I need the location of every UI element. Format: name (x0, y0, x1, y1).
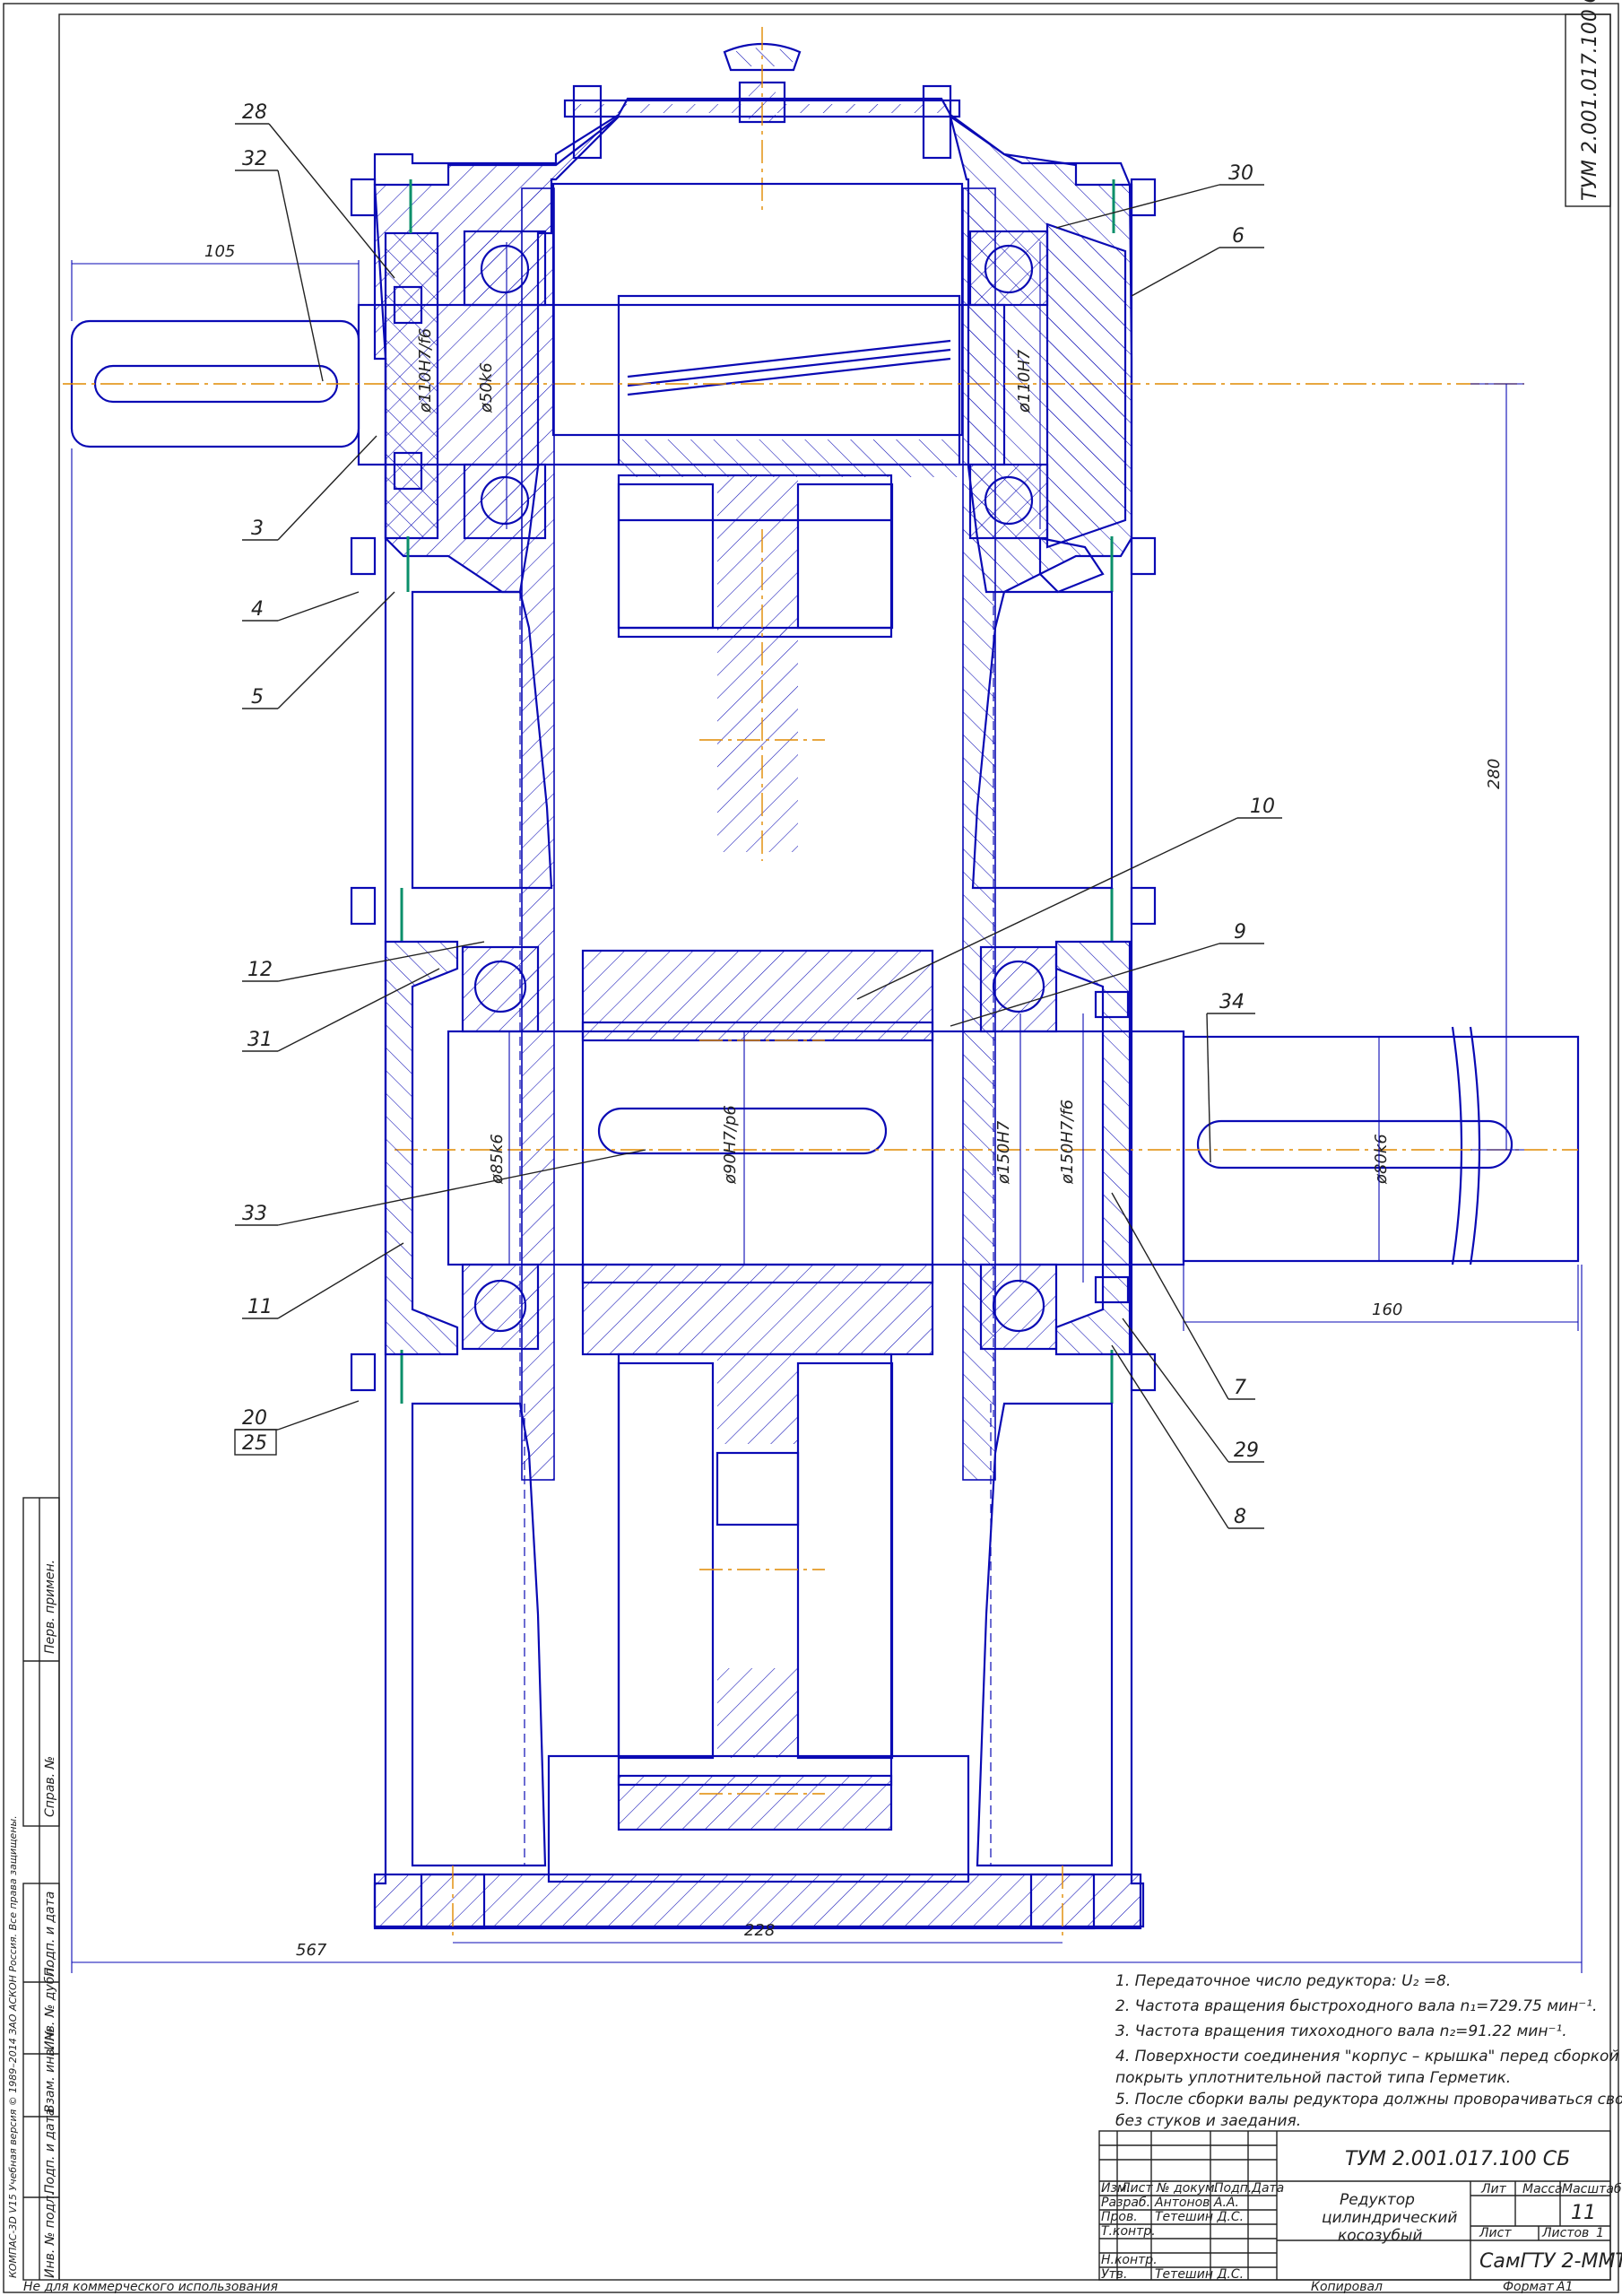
callout-7: 7 (1234, 1377, 1246, 1399)
technical-notes: 1. Передаточное число редуктора: U₂ =8. … (1115, 1972, 1622, 2130)
gearbox-assembly (63, 27, 1580, 1937)
dim-228: 228 (744, 1921, 775, 1940)
noncommercial-note: Не для коммерческого использования (23, 2280, 278, 2294)
fit-85k6: ø85k6 (488, 1134, 507, 1185)
name-prov: Тетешин Д.С. (1155, 2210, 1244, 2224)
fit-50k6: ø50k6 (477, 362, 496, 413)
role-prov: Пров. (1101, 2210, 1138, 2224)
col-sign: Подп. (1214, 2181, 1252, 2196)
role-nkontr: Н.контр. (1101, 2253, 1158, 2267)
role-tkontr: Т.контр. (1101, 2224, 1156, 2239)
fit-110H7: ø110H7 (1015, 349, 1034, 413)
callout-3: 3 (251, 517, 264, 540)
fit-110h7-f6: ø110H7/f6 (416, 328, 435, 413)
dim-280: 280 (1485, 759, 1504, 789)
callout-8: 8 (1234, 1506, 1246, 1528)
note-3: 3. Частота вращения тихоходного вала n₂=… (1115, 2022, 1567, 2040)
callout-9: 9 (1234, 921, 1246, 944)
sheets-value: 1 (1596, 2226, 1604, 2240)
sheets-total: 11 (1571, 2202, 1596, 2224)
lower-side-wall-right (976, 1402, 1114, 1867)
name-razrab: Антонов А.А. (1154, 2196, 1239, 2210)
stamp-perv-primen: Перв. примен. (43, 1560, 57, 1654)
output-shaft (395, 949, 1580, 1356)
scale-label: Масштаб (1562, 2182, 1622, 2196)
dim-105: 105 (204, 242, 235, 261)
housing-base (373, 1866, 1142, 1937)
inspection-cover (563, 27, 961, 215)
role-utv: Утв. (1101, 2267, 1127, 2282)
copied-label: Копировал (1311, 2280, 1383, 2294)
lower-left-bearing (384, 940, 540, 1356)
callout-10: 10 (1250, 796, 1275, 818)
mass-label: Масса (1522, 2182, 1563, 2196)
note-5b: без стуков и заедания. (1115, 2112, 1301, 2130)
inner-frame (58, 13, 1611, 2281)
sheet-label: Лист (1479, 2226, 1512, 2240)
name-line-1: Редуктор (1340, 2191, 1415, 2209)
top-cavity (551, 182, 964, 437)
sheets-label: Листов (1541, 2226, 1589, 2240)
corner-code-text: ТУМ 2.001.017.100 СБ (1579, 0, 1601, 201)
callout-11: 11 (247, 1296, 273, 1318)
flange-bolts (350, 178, 1157, 1392)
stamp-podp-data-1: Подп. и дата (43, 1892, 57, 1977)
col-list: Лист (1120, 2181, 1153, 2196)
note-4b: покрыть уплотнительной пастой типа Герме… (1115, 2069, 1511, 2087)
name-line-3: косозубый (1338, 2227, 1422, 2245)
name-utv: Тетешин Д.С. (1155, 2267, 1244, 2282)
stamp-inv-dubl: Инв. № дубл. (43, 1964, 57, 2050)
name-line-2: цилиндрический (1322, 2209, 1457, 2227)
callout-33: 33 (242, 1203, 267, 1225)
format-value: A1 (1556, 2280, 1573, 2294)
callout-29: 29 (1234, 1439, 1259, 1462)
callout-34: 34 (1219, 991, 1245, 1013)
outer-frame (3, 3, 1619, 2293)
organization: СамГТУ 2-ММТ-2 (1479, 2250, 1622, 2273)
lit-label: Лит (1480, 2182, 1507, 2196)
stamp-sprav-no: Справ. № (43, 1756, 57, 1817)
input-shaft (63, 294, 1524, 477)
dim-567: 567 (296, 1941, 327, 1960)
role-razrab: Разраб. (1101, 2196, 1150, 2210)
side-stamp: Перв. примен. Справ. № Подп. и дата Инв.… (7, 1497, 60, 2281)
col-doc: № докум. (1156, 2181, 1219, 2196)
software-note: КОМПАС-3D V15 Учебная версия © 1989–2014… (7, 1815, 19, 2278)
callout-25: 25 (242, 1432, 267, 1455)
note-4a: 4. Поверхности соединения "корпус – крыш… (1115, 2048, 1619, 2066)
fit-90-h7-p6: ø90H7/p6 (721, 1105, 740, 1185)
corner-code-stamp: ТУМ 2.001.017.100 СБ (1565, 0, 1611, 207)
big-gear-lower (617, 1352, 894, 1831)
callout-12: 12 (247, 959, 273, 981)
note-2: 2. Частота вращения быстроходного вала n… (1115, 1997, 1597, 2015)
fit-150-h7-f6: ø150H7/f6 (1058, 1100, 1077, 1185)
note-5a: 5. После сборки валы редуктора должны пр… (1115, 2091, 1622, 2109)
stamp-podp-data-2: Подп. и дата (43, 2109, 57, 2194)
callout-28: 28 (242, 101, 267, 124)
stamp-inv-podl: Инв. № подл. (43, 2191, 57, 2278)
top-right-bearing (968, 222, 1127, 594)
dim-160: 160 (1372, 1300, 1402, 1319)
big-gear-upper (617, 474, 894, 861)
callout-6: 6 (1232, 225, 1245, 248)
title-code: ТУМ 2.001.017.100 СБ (1345, 2148, 1570, 2170)
stamp-vzam-inv: Взам. инв. № (43, 2028, 57, 2113)
col-izm: Изм. (1101, 2181, 1131, 2196)
callout-32: 32 (242, 148, 267, 170)
callout-30: 30 (1228, 162, 1253, 185)
fit-150H7: ø150H7 (994, 1120, 1013, 1185)
format-label: Формат (1503, 2280, 1555, 2294)
callout-4: 4 (251, 598, 264, 621)
title-block: ТУМ 2.001.017.100 СБ Изм. Лист № докум. … (1098, 2130, 1622, 2294)
callout-5: 5 (251, 686, 264, 709)
callout-31: 31 (247, 1029, 273, 1051)
callouts: 28 32 3 4 5 12 31 33 11 20 25 30 6 10 9 … (234, 101, 1282, 1529)
fit-80k6: ø80k6 (1372, 1134, 1391, 1185)
dimensions: 105 280 160 567 228 ø110H7/f6 ø50k6 ø110… (71, 242, 1583, 1973)
callout-20: 20 (242, 1407, 267, 1430)
top-left-bearing (384, 230, 547, 540)
note-1: 1. Передаточное число редуктора: U₂ =8. (1115, 1972, 1451, 1990)
col-date: Дата (1251, 2181, 1284, 2196)
